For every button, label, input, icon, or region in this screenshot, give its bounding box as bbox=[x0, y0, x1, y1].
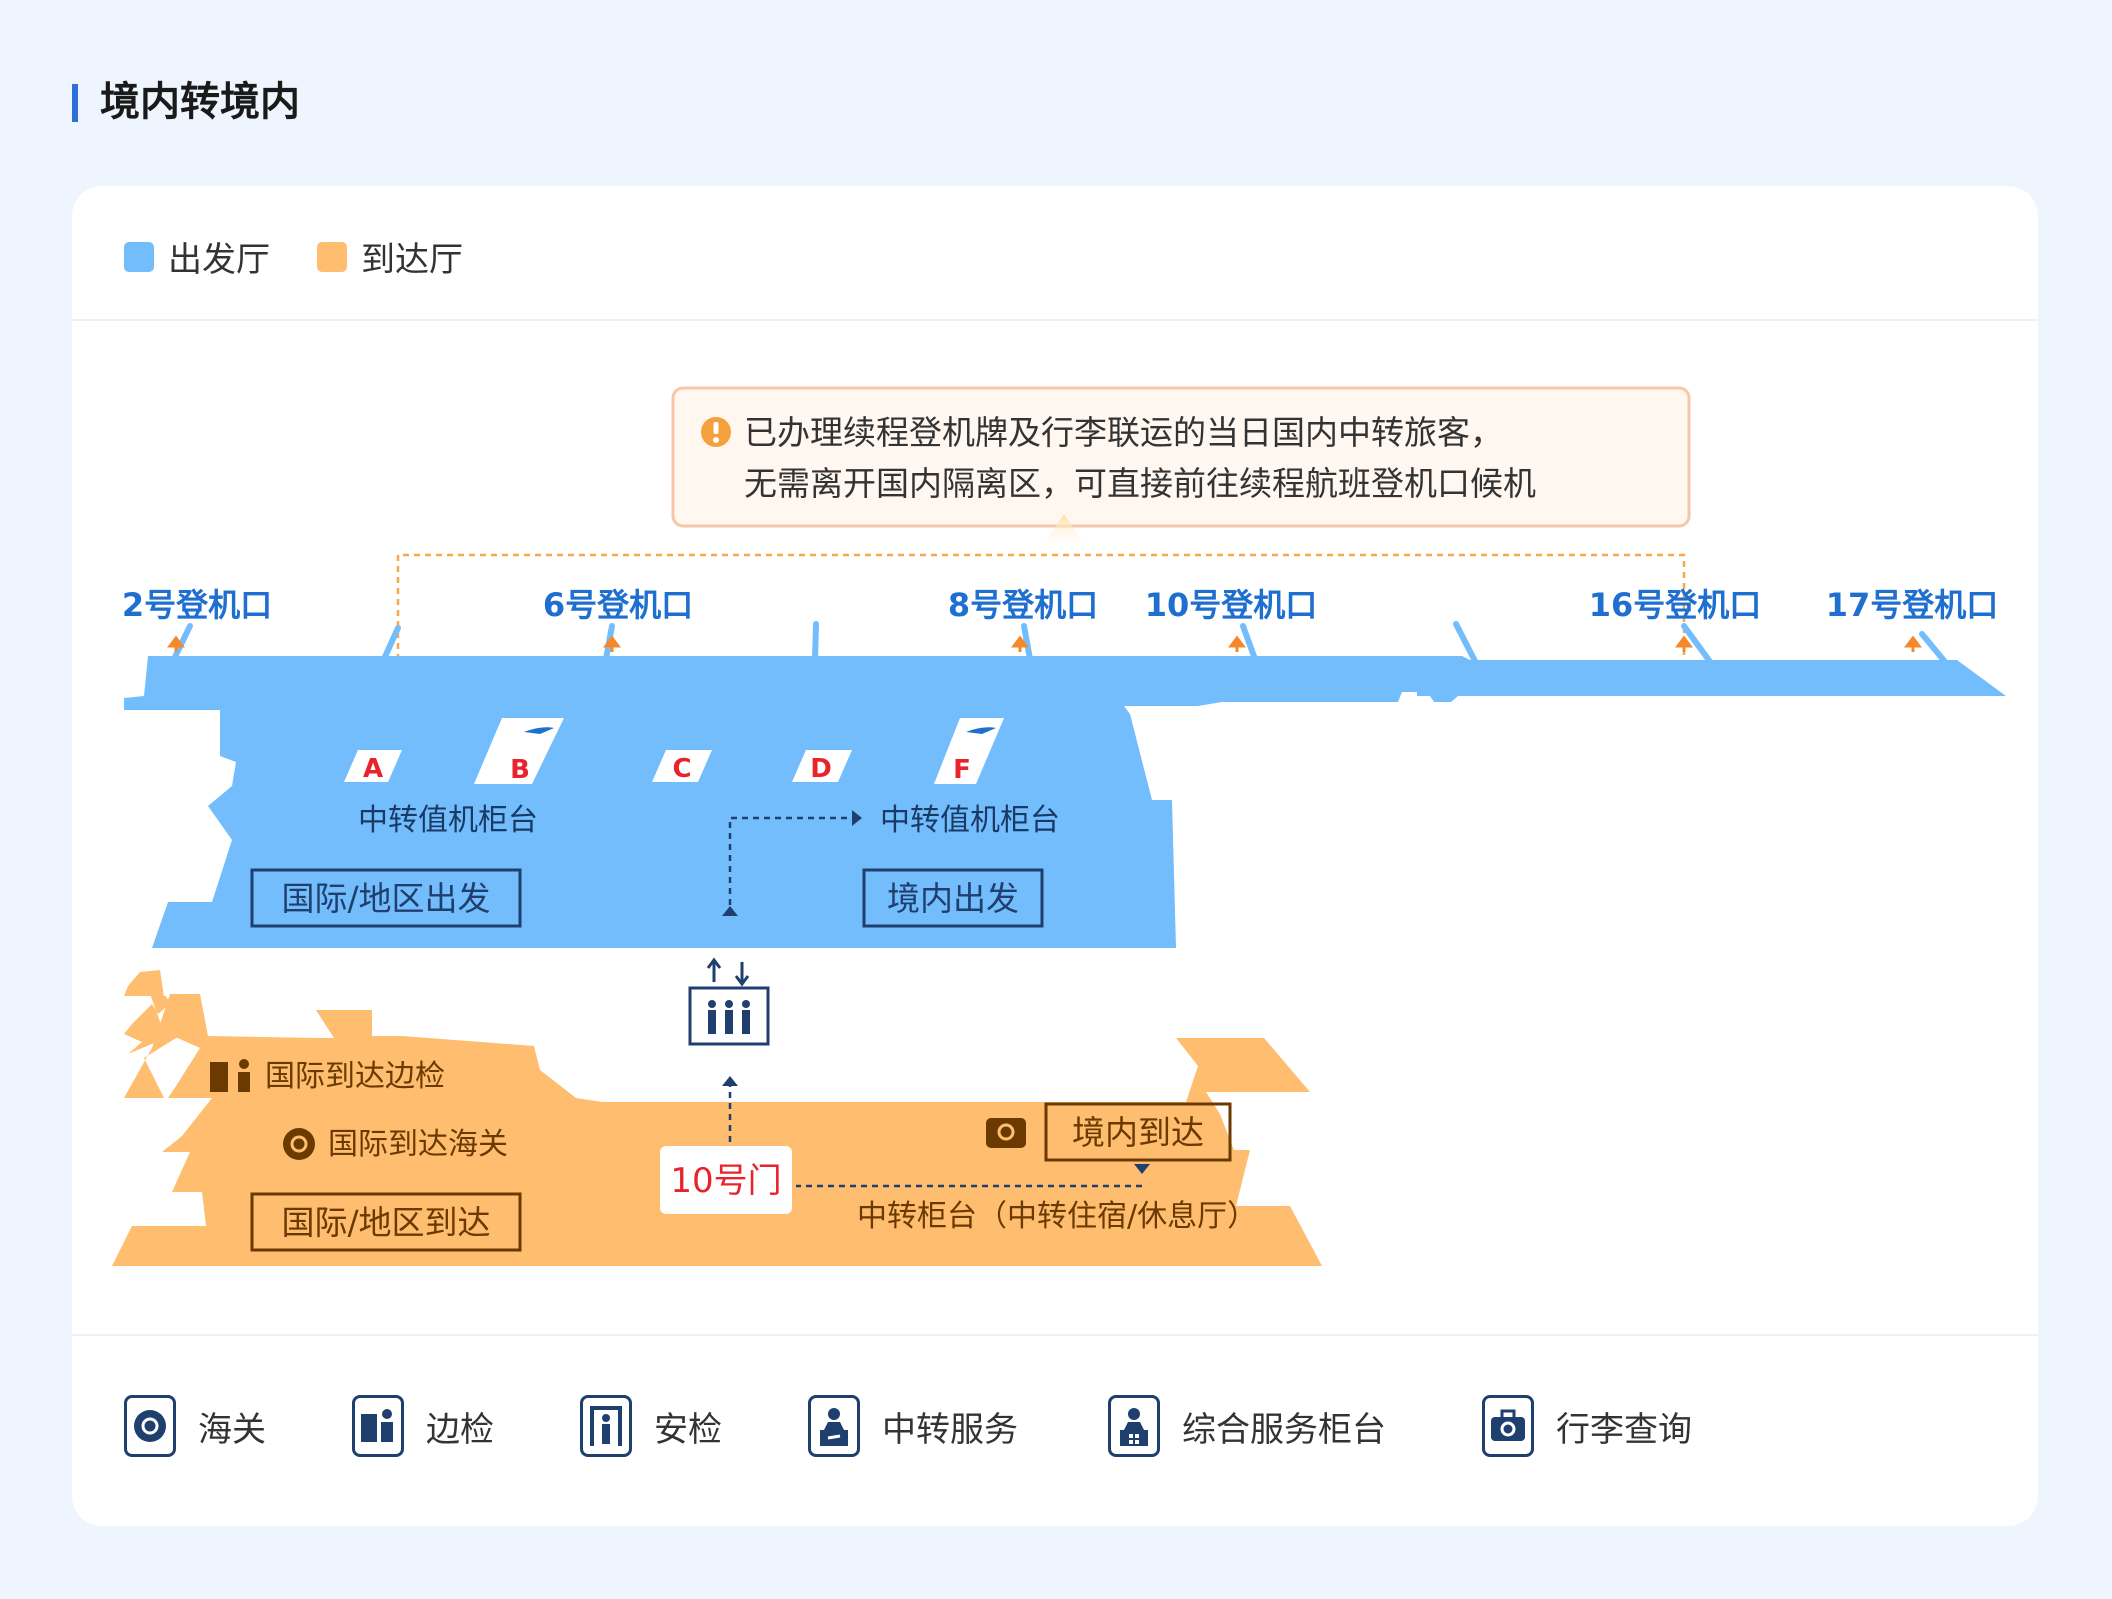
gate-17: 17号登机口 bbox=[1826, 586, 1999, 652]
domestic-departure-label: 境内出发 bbox=[887, 879, 1019, 918]
counter-f: F bbox=[934, 718, 1004, 785]
counter-d-label: D bbox=[810, 754, 832, 784]
legend-baggage-inquiry: 行李查询 bbox=[1482, 1395, 1692, 1457]
security-check-icon bbox=[580, 1395, 632, 1457]
counter-b-label: B bbox=[510, 755, 530, 785]
legend-service-counter-label: 综合服务柜台 bbox=[1182, 1409, 1386, 1450]
counter-b: B bbox=[474, 718, 564, 785]
page-title: 境内转境内 bbox=[100, 79, 300, 125]
legend-security: 安检 bbox=[580, 1395, 722, 1457]
counter-a-label: A bbox=[363, 754, 383, 784]
transfer-counter-right: 中转值机柜台 bbox=[880, 803, 1060, 838]
legend-customs: 海关 bbox=[124, 1395, 266, 1457]
gate-16-arrow bbox=[1675, 635, 1693, 652]
airline-logo-icon bbox=[524, 727, 554, 734]
legend-customs-label: 海关 bbox=[198, 1409, 266, 1450]
border-check-icon bbox=[352, 1395, 404, 1457]
gate-2-label: 2号登机口 bbox=[122, 586, 272, 624]
intl-departure-box: 国际/地区出发 bbox=[250, 868, 522, 928]
counter-a: A bbox=[344, 750, 402, 784]
legend-border-check: 边检 bbox=[352, 1395, 494, 1457]
map-card: 出发厅 到达厅 已办理续程登机牌及行李联运的当日国内中转旅客， 无需离开国内隔离… bbox=[72, 186, 2038, 1526]
transfer-counter-arrival: 中转柜台（中转住宿/休息厅） bbox=[857, 1199, 1257, 1234]
counter-c-label: C bbox=[672, 754, 691, 784]
border-check-label: 国际到达边检 bbox=[265, 1059, 445, 1094]
counter-c: C bbox=[652, 750, 712, 784]
notice-line-2: 无需离开国内隔离区，可直接前往续程航班登机口候机 bbox=[744, 464, 1536, 503]
legend-arrival-label: 到达厅 bbox=[361, 240, 463, 280]
intl-arrival-box: 国际/地区到达 bbox=[250, 1192, 522, 1252]
airline-logo-icon bbox=[966, 727, 996, 734]
title-accent-bar bbox=[72, 84, 78, 122]
gate-10: 10号登机口 bbox=[1145, 586, 1318, 652]
service-counter-icon bbox=[1108, 1395, 1160, 1457]
warning-icon bbox=[701, 417, 731, 447]
route-arrowheads bbox=[722, 810, 1150, 1174]
gate-17-label: 17号登机口 bbox=[1826, 586, 1999, 624]
transfer-counter-left: 中转值机柜台 bbox=[358, 803, 538, 838]
domestic-departure-box: 境内出发 bbox=[862, 868, 1044, 928]
baggage-inquiry-icon bbox=[1482, 1395, 1534, 1457]
gate-stubs bbox=[171, 621, 1949, 666]
legend-service-counter: 综合服务柜台 bbox=[1108, 1395, 1386, 1457]
legend-border-check-label: 边检 bbox=[426, 1409, 494, 1450]
gate-17-arrow bbox=[1904, 635, 1922, 652]
elevator-icon bbox=[688, 957, 770, 1046]
gate-16-label: 16号登机口 bbox=[1589, 586, 1762, 624]
domestic-arrival-box: 境内到达 bbox=[1044, 1102, 1232, 1162]
intl-departure-label: 国际/地区出发 bbox=[281, 879, 490, 918]
gate-8: 8号登机口 bbox=[948, 586, 1098, 652]
legend-transfer-service-label: 中转服务 bbox=[882, 1409, 1018, 1450]
gate-16: 16号登机口 bbox=[1589, 586, 1762, 652]
domestic-arrival-label: 境内到达 bbox=[1072, 1113, 1204, 1152]
gate-8-label: 8号登机口 bbox=[948, 586, 1098, 624]
terminal-map: 已办理续程登机牌及行李联运的当日国内中转旅客， 无需离开国内隔离区，可直接前往续… bbox=[112, 386, 2006, 1266]
notice-pointer bbox=[1044, 514, 1084, 544]
counter-d: D bbox=[792, 750, 852, 784]
arrival-swatch bbox=[317, 241, 347, 272]
transfer-route-line bbox=[396, 553, 1686, 660]
arrival-hall-main bbox=[124, 970, 172, 1038]
departure-swatch bbox=[124, 241, 154, 272]
legend-departure-label: 出发厅 bbox=[168, 240, 270, 280]
departure-hall bbox=[124, 656, 2006, 948]
transfer-route bbox=[728, 816, 1142, 1188]
gate-10-label: 10号登机口 bbox=[1145, 586, 1318, 624]
gate-2: 2号登机口 bbox=[122, 586, 272, 652]
legend-departure: 出发厅 bbox=[124, 232, 270, 281]
customs-label: 国际到达海关 bbox=[328, 1127, 508, 1162]
legend-security-label: 安检 bbox=[654, 1409, 722, 1450]
gate-6-label: 6号登机口 bbox=[543, 586, 693, 624]
transfer-service-icon bbox=[808, 1395, 860, 1457]
gate-6-arrow bbox=[603, 635, 621, 652]
gate10-box: 10号门 bbox=[660, 1146, 792, 1214]
customs-icon bbox=[283, 1128, 315, 1160]
counter-f-label: F bbox=[953, 755, 971, 785]
arrival-hall-floor bbox=[112, 994, 1322, 1266]
top-divider bbox=[72, 319, 2038, 321]
bottom-divider bbox=[72, 1334, 2038, 1336]
gate-6: 6号登机口 bbox=[543, 586, 693, 652]
gate10-label: 10号门 bbox=[670, 1161, 781, 1201]
border-check-icon bbox=[210, 1059, 250, 1092]
gate-8-arrow bbox=[1011, 635, 1029, 652]
legend-transfer-service: 中转服务 bbox=[808, 1395, 1018, 1457]
legend-arrival: 到达厅 bbox=[317, 232, 463, 281]
gate-10-arrow bbox=[1228, 635, 1246, 652]
intl-arrival-label: 国际/地区到达 bbox=[281, 1203, 490, 1242]
baggage-inquiry-icon bbox=[986, 1118, 1026, 1148]
notice-line-1: 已办理续程登机牌及行李联运的当日国内中转旅客， bbox=[744, 413, 1503, 452]
notice-box: 已办理续程登机牌及行李联运的当日国内中转旅客， 无需离开国内隔离区，可直接前往续… bbox=[671, 386, 1691, 544]
gate-2-arrow bbox=[167, 635, 185, 652]
legend-baggage-inquiry-label: 行李查询 bbox=[1556, 1409, 1692, 1450]
customs-icon bbox=[124, 1395, 176, 1457]
